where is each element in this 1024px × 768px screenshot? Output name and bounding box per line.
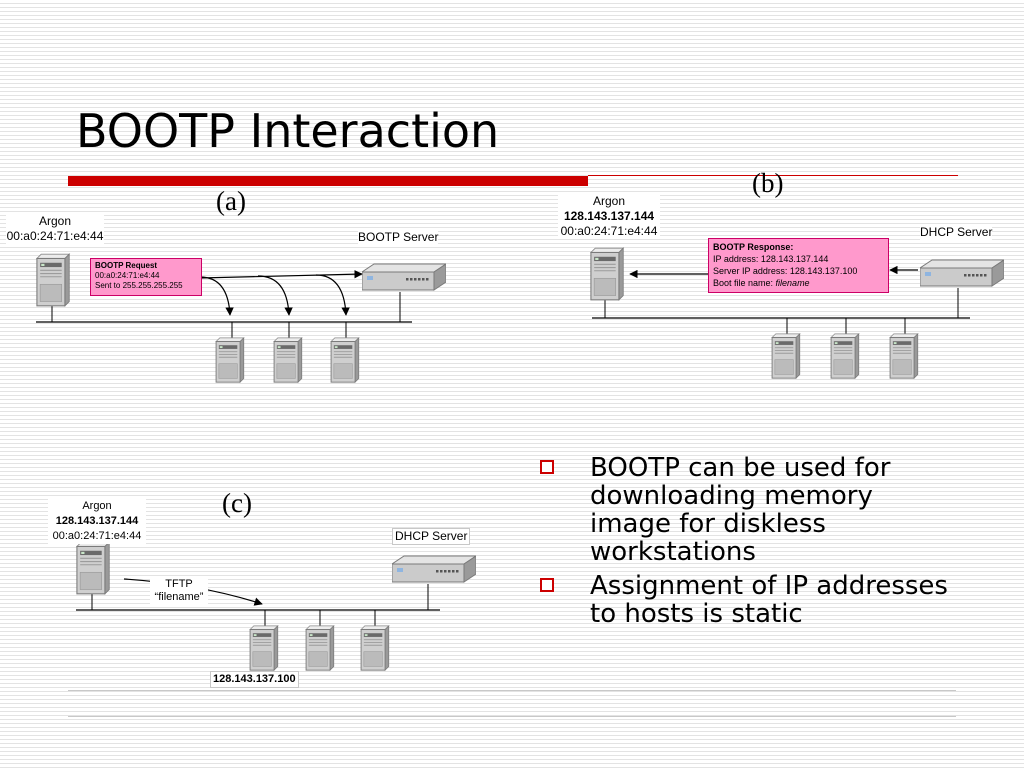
diagram-a [36,253,446,383]
square-bullet-icon [540,578,554,592]
argon-computer-icon [36,253,70,307]
title-underline-thin [588,175,958,176]
request-mac: 00:a0:24:71:e4:44 [95,271,160,280]
dhcp-server-label: DHCP Server [392,528,471,545]
argon-label: Argon 00:a0:24:71:e4:44 [6,214,104,244]
response-server-ip: Server IP address: 128.143.137.100 [713,266,858,276]
host-mac: 00:a0:24:71:e4:44 [52,530,142,542]
host-computer-icon [330,337,360,383]
bullet-item: BOOTP can be used for downloading memory… [538,454,958,566]
host-mac: 00:a0:24:71:e4:44 [560,224,658,238]
bootp-server-icon [362,263,446,291]
target-ip-label: 128.143.137.100 [210,671,299,688]
host-name: Argon [38,214,72,228]
bootp-response-box: BOOTP Response: IP address: 128.143.137.… [708,238,889,293]
boot-file-prefix: Boot file name: [713,278,776,288]
host-computer-icon [889,333,919,379]
argon-label: Argon 128.143.137.144 00:a0:24:71:e4:44 [48,499,146,544]
tftp-filename: “filename” [154,591,204,603]
diagram-c-tag: (c) [222,488,252,518]
host-ip: 128.143.137.144 [55,515,139,527]
host-name: Argon [82,500,112,512]
host-name: Argon [592,194,626,208]
dhcp-server-icon [920,259,1004,287]
host-computer-icon [830,333,860,379]
bullet-list: BOOTP can be used for downloading memory… [538,454,958,634]
host-computer-icon [771,333,801,379]
argon-label: Argon 128.143.137.144 00:a0:24:71:e4:44 [558,194,660,239]
bullet-text: BOOTP can be used for downloading memory… [590,453,891,567]
square-bullet-icon [540,460,554,474]
diagram-b-tag: (b) [752,168,784,198]
host-computer-icon [305,625,335,671]
response-ip: IP address: 128.143.137.144 [713,254,829,264]
host-ip: 128.143.137.144 [563,209,655,223]
footer-divider [68,690,956,691]
footer-divider [68,716,956,717]
response-boot-file: Boot file name: filename [713,277,884,289]
boot-file-name: filename [775,278,810,288]
diagram-a-tag: (a) [216,186,246,216]
bullet-text: Assignment of IP addresses to hosts is s… [590,571,948,629]
dhcp-server-icon [392,555,476,583]
host-computer-icon [360,625,390,671]
response-title: BOOTP Response: [713,242,794,252]
request-title: BOOTP Request [95,261,158,270]
tftp-protocol: TFTP [165,578,193,590]
host-computer-icon [249,625,279,671]
host-mac: 00:a0:24:71:e4:44 [6,229,104,243]
slide-title: BOOTP Interaction [76,104,500,158]
host-computer-icon [273,337,303,383]
argon-computer-icon [76,541,110,595]
argon-computer-icon [590,247,624,301]
bootp-server-label: BOOTP Server [358,230,439,245]
bullet-item: Assignment of IP addresses to hosts is s… [538,572,958,628]
diagram-c [76,541,476,671]
diagram-b [590,247,1004,379]
request-destination: Sent to 255.255.255.255 [95,281,183,290]
title-underline-red [68,176,588,186]
tftp-label: TFTP “filename” [150,578,208,604]
host-computer-icon [215,337,245,383]
bootp-request-box: BOOTP Request 00:a0:24:71:e4:44 Sent to … [90,258,202,296]
dhcp-server-label: DHCP Server [920,225,993,240]
